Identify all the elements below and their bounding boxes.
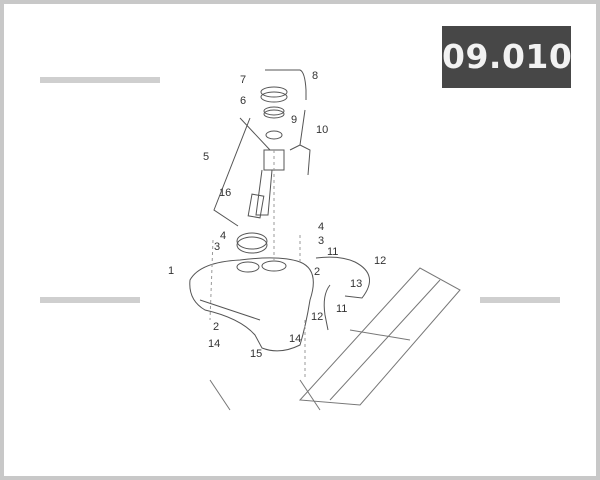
callout-label: 2	[213, 321, 220, 333]
callout-label: 13	[350, 278, 363, 290]
callout-label: 12	[374, 255, 387, 267]
callout-label: 1	[168, 265, 175, 277]
callout-label: 4	[318, 221, 325, 233]
callout-label: 16	[219, 187, 232, 199]
callout-label: 12	[311, 311, 324, 323]
callout-label: 7	[240, 74, 247, 86]
dashed-guides	[209, 150, 306, 380]
fuel-cap	[236, 232, 268, 254]
callout-label: 4	[220, 230, 227, 242]
callout-label: 2	[314, 266, 321, 278]
hoses	[315, 256, 370, 331]
callout-label: 3	[318, 235, 325, 247]
callout-label: 9	[291, 114, 298, 126]
callout-label: 3	[214, 241, 221, 253]
diagram-code-badge: 09.010	[442, 26, 572, 88]
callout-label: 11	[327, 246, 339, 258]
motorcycle-frame	[209, 267, 461, 411]
callout-label: 6	[240, 95, 247, 107]
callout-label: 14	[208, 338, 221, 350]
callout-label: 14	[289, 333, 302, 345]
callout-label: 11	[336, 303, 348, 315]
callout-label: 10	[316, 124, 329, 136]
fuel-pump-assembly	[213, 69, 311, 227]
callout-label: 15	[250, 348, 263, 360]
frame-ghost	[40, 77, 560, 303]
callout-label: 8	[312, 70, 319, 82]
callout-label: 5	[203, 151, 210, 163]
